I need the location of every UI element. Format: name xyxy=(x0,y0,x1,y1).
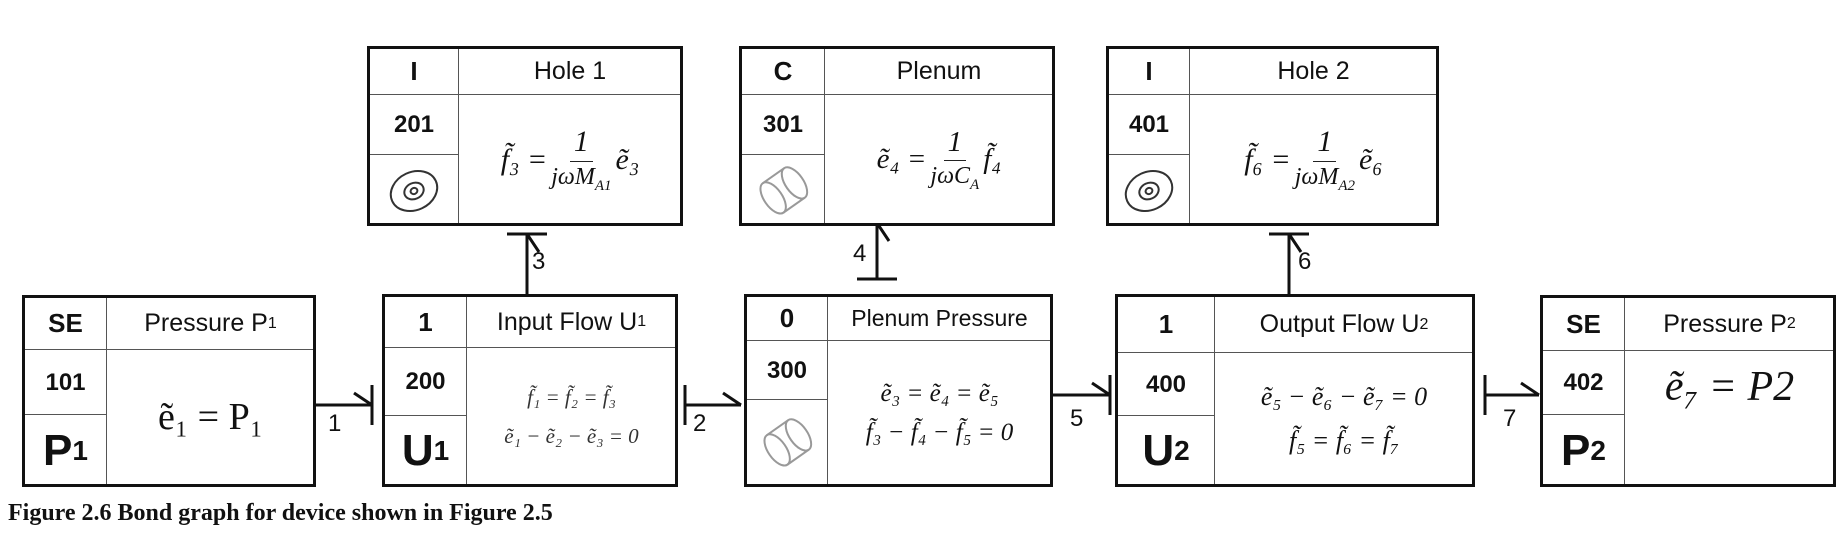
bond-3-label: 3 xyxy=(532,248,546,275)
element-title: Plenum xyxy=(896,57,982,85)
bond-2-half-arrow xyxy=(722,391,742,407)
cylinder-icon xyxy=(747,401,827,484)
element-type: 0 xyxy=(779,303,795,333)
element-number: 401 xyxy=(1128,111,1170,138)
junction-equation-1: f̃₁ = f̃₂ = f̃₃ xyxy=(527,385,616,410)
element-number: 402 xyxy=(1563,369,1604,396)
figure-caption: Figure 2.6 Bond graph for device shown i… xyxy=(8,500,553,526)
element-title: Hole 1 xyxy=(533,57,607,85)
element-type: 1 xyxy=(1158,309,1174,339)
element-type: I xyxy=(1145,56,1153,86)
bond-1-half-arrow xyxy=(353,391,373,407)
bond-7-label: 7 xyxy=(1503,405,1517,432)
bond-6-label: 6 xyxy=(1298,248,1312,275)
bond-5-label: 5 xyxy=(1070,405,1084,432)
element-type: I xyxy=(410,56,418,86)
junction-equation-2: f̃₅ = f̃₆ = f̃₇ xyxy=(1289,426,1399,455)
element-title: Hole 2 xyxy=(1277,57,1350,85)
element-number: 301 xyxy=(762,111,804,138)
cylinder-icon xyxy=(742,156,824,225)
zero-junction-plenum-pressure-block: 0 Plenum Pressure 300 ẽ₃ = ẽ₄ = ẽ₅ f̃₃ −… xyxy=(744,294,1053,487)
bond-4-half-arrow xyxy=(875,222,891,242)
element-equation: ẽ₇ = P2 xyxy=(1664,363,1795,410)
orifice-icon xyxy=(370,156,458,225)
element-equations: ẽ₃ = ẽ₄ = ẽ₅ f̃₃ − f̃₄ − f̃₅ = 0 xyxy=(829,342,1050,484)
element-number: 200 xyxy=(405,368,446,395)
element-type: 1 xyxy=(418,306,433,337)
bond-3-half-arrow xyxy=(525,233,541,253)
element-number: 201 xyxy=(393,111,435,138)
junction-equation-2: ẽ₁ − ẽ₂ − ẽ₃ = 0 xyxy=(504,423,639,448)
junction-equation-1: ẽ₅ − ẽ₆ − ẽ₇ = 0 xyxy=(1260,381,1428,411)
element-number: 101 xyxy=(45,368,86,396)
element-type: C xyxy=(773,56,793,86)
bond-1-label: 1 xyxy=(328,410,342,437)
element-equations: ẽ₅ − ẽ₆ − ẽ₇ = 0 f̃₅ = f̃₆ = f̃₇ xyxy=(1216,354,1472,484)
element-equation: ẽ₁ = P₁ xyxy=(158,395,263,438)
bond-6-half-arrow xyxy=(1287,233,1303,253)
bond-4-label: 4 xyxy=(853,240,867,267)
element-type: SE xyxy=(1566,308,1601,339)
element-title: Plenum Pressure xyxy=(851,305,1028,331)
element-equations: f̃₁ = f̃₂ = f̃₃ ẽ₁ − ẽ₂ − ẽ₃ = 0 xyxy=(468,349,675,484)
bond-5-half-arrow xyxy=(1091,381,1111,397)
junction-equation-1: ẽ₃ = ẽ₄ = ẽ₅ xyxy=(880,379,999,407)
orifice-icon xyxy=(1109,156,1189,225)
bond-2-label: 2 xyxy=(693,410,707,437)
element-number: 400 xyxy=(1145,370,1187,398)
junction-equation-2: f̃₃ − f̃₄ − f̃₅ = 0 xyxy=(865,419,1014,446)
element-type: SE xyxy=(48,308,83,338)
bond-7-half-arrow xyxy=(1520,381,1540,397)
element-number: 300 xyxy=(766,356,808,384)
